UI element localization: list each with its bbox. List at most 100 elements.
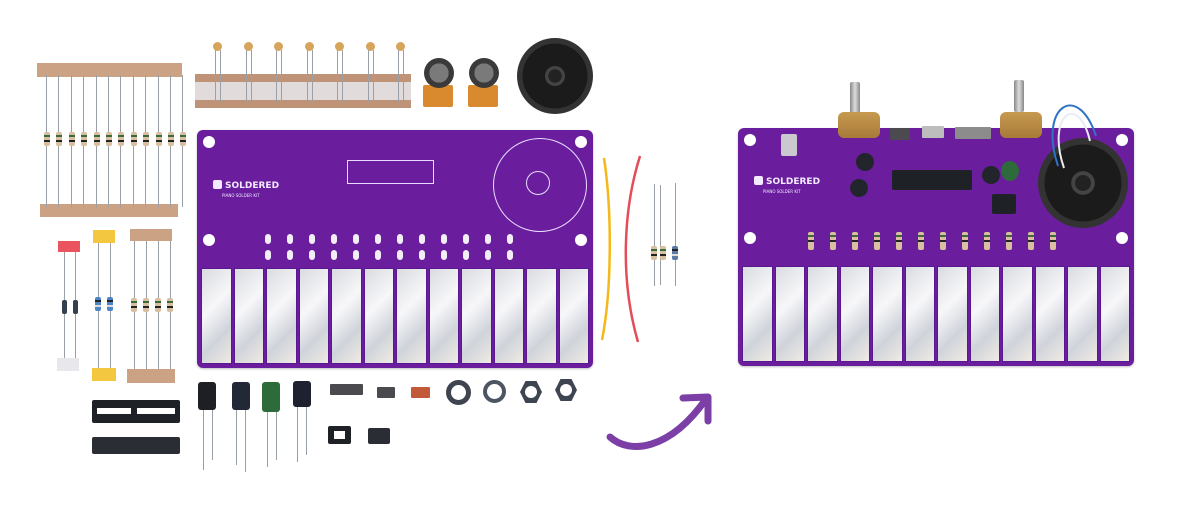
amplifier-ic	[992, 194, 1016, 214]
washer-1	[446, 380, 471, 405]
capacitor-lead	[245, 50, 247, 102]
touch-key	[807, 266, 838, 362]
ceramic-capacitor	[274, 42, 283, 51]
capacitor-lead	[250, 50, 252, 102]
resistor-pad	[287, 234, 293, 244]
resistor-pad	[441, 234, 447, 244]
resistor-pad	[309, 250, 315, 260]
speaker	[517, 38, 593, 114]
touch-key	[1099, 266, 1130, 362]
resistor-pad	[463, 234, 469, 244]
resistor-pad	[265, 234, 271, 244]
resistor-pad	[441, 250, 447, 260]
speaker-outline	[493, 138, 587, 232]
mounted-resistor	[830, 232, 836, 250]
touch-key	[331, 268, 362, 364]
ic-socket-8pin	[328, 426, 351, 444]
touch-key	[266, 268, 297, 364]
touch-key	[839, 266, 870, 362]
resistor-pad	[419, 250, 425, 260]
resistor	[106, 132, 112, 146]
speaker-wires	[1051, 104, 1097, 169]
ceramic-capacitor	[213, 42, 222, 51]
electrolytic-cap	[982, 166, 1000, 184]
ic-socket-28pin	[92, 400, 180, 423]
brand-logo: SOLDERED	[754, 176, 820, 187]
electrolytic-cap	[856, 153, 874, 171]
resistor-pad	[507, 234, 513, 244]
capacitor-lead	[403, 50, 404, 102]
ceramic-capacitor	[335, 42, 344, 51]
usb-c-connector	[781, 134, 797, 156]
resistor-pad	[309, 234, 315, 244]
mounted-resistor	[896, 232, 902, 250]
capacitor-lead	[220, 50, 221, 102]
kit-pcb: SOLDERED PIANO SOLDER KIT	[197, 130, 593, 368]
slide-switch	[890, 128, 910, 140]
kit-keyboard	[200, 268, 590, 364]
resistor-pad	[353, 250, 359, 260]
touch-key	[1002, 266, 1033, 362]
resistor-pad	[485, 234, 491, 244]
curved-arrow-icon	[606, 393, 712, 450]
mounted-resistor	[852, 232, 858, 250]
touch-key	[493, 268, 524, 364]
touch-key	[969, 266, 1000, 362]
hex-nut-2	[555, 379, 577, 401]
touch-key	[201, 268, 232, 364]
resistor-pad	[507, 250, 513, 260]
mounted-resistor	[1028, 232, 1034, 250]
microcontroller-ic	[92, 437, 180, 454]
touch-key	[558, 268, 589, 364]
resistor	[93, 132, 100, 146]
electrolytic-cap-green	[1001, 161, 1019, 181]
assembled-pcb: SOLDERED PIANO SOLDER KIT	[738, 128, 1134, 366]
resistor	[130, 132, 137, 146]
resistor	[44, 132, 50, 146]
touch-key	[904, 266, 935, 362]
resistor-pad	[397, 234, 403, 244]
touch-key	[298, 268, 329, 364]
mounted-resistor	[1050, 232, 1056, 250]
resistor-pad	[397, 250, 403, 260]
amplifier-ic	[368, 428, 390, 444]
mounted-resistor	[874, 232, 880, 250]
resistor	[180, 132, 187, 146]
touch-key	[1034, 266, 1065, 362]
slide-switch-small	[377, 387, 395, 398]
ceramic-capacitor	[304, 42, 314, 51]
resistor-pad	[375, 250, 381, 260]
touch-key	[742, 266, 773, 362]
touch-key	[526, 268, 557, 364]
ic-footprint	[347, 160, 434, 184]
resistor	[118, 132, 125, 146]
mounted-resistor	[962, 232, 968, 250]
soldered-logo-icon	[754, 176, 763, 185]
resistor	[168, 132, 174, 146]
resistor-pad	[375, 234, 381, 244]
speaker-mounted	[1038, 138, 1128, 228]
resistor	[155, 132, 162, 146]
board-subtitle: PIANO SOLDER KIT	[222, 193, 260, 198]
resistor-pad	[287, 250, 293, 260]
soldered-logo-icon	[213, 180, 222, 189]
capacitor-lead	[337, 50, 338, 102]
capacitor-lead	[342, 50, 343, 102]
yellow-wire	[600, 157, 611, 341]
touch-key	[872, 266, 903, 362]
touch-key	[428, 268, 459, 364]
touch-key	[363, 268, 394, 364]
washer-2	[483, 380, 506, 403]
resistor-pad	[485, 250, 491, 260]
capacitor-lead	[306, 50, 308, 102]
ceramic-capacitor	[396, 42, 405, 51]
capacitor-lead	[398, 50, 399, 102]
capacitor-lead	[281, 50, 282, 102]
mounted-resistor	[918, 232, 924, 250]
resistor-pad	[353, 234, 359, 244]
mounted-resistor	[808, 232, 814, 250]
resistor-pad	[419, 234, 425, 244]
capacitor-lead	[276, 50, 277, 102]
assembled-keyboard	[741, 266, 1131, 362]
touch-key	[1067, 266, 1098, 362]
